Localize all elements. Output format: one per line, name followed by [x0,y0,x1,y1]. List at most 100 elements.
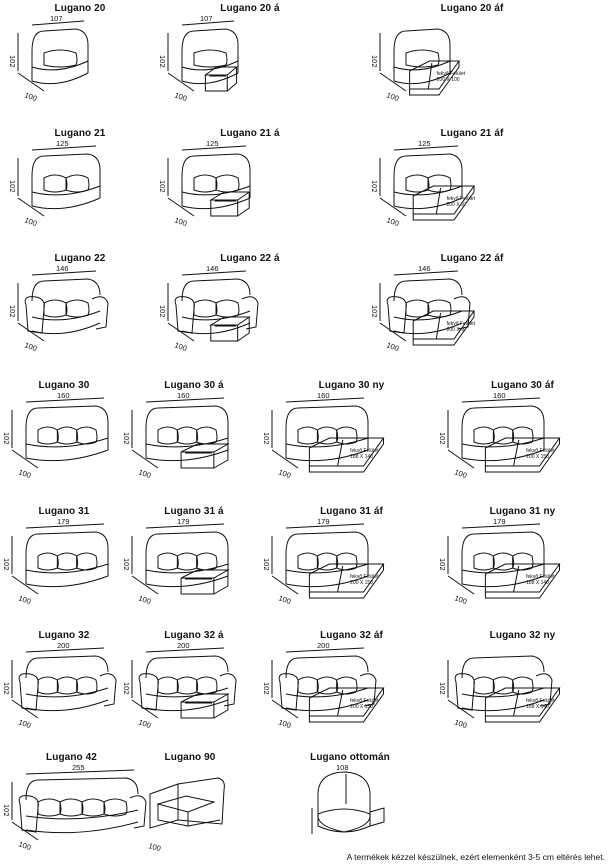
seat-cushion [316,676,339,695]
front-rail [461,437,545,448]
seat-cushion [176,552,199,571]
sofa-base [461,575,545,588]
mattress [484,563,561,593]
front-rail [145,687,229,698]
width-label: 160 [177,391,190,400]
width-label: 160 [317,391,330,400]
sofa-back [181,153,251,177]
bed-frame [308,438,384,473]
height-label: 102 [2,804,11,817]
depth-label: 100 [385,215,400,228]
sofa-base [285,449,369,462]
ottoman-seat [317,808,371,833]
mattress-seam [337,565,344,593]
width-label: 179 [57,517,70,526]
depth-dimension-line [11,449,39,469]
depth-label: 100 [173,340,188,353]
seat-cushion [37,676,59,695]
sofa-back [461,405,545,429]
sofa-base [461,699,545,712]
seat-cushion [43,174,68,193]
right-arm [129,795,147,829]
mattress-seam [513,565,520,593]
height-label: 102 [2,682,11,695]
seat-cushion [405,174,430,193]
front-rail [31,310,101,321]
product-title: Lugano 90 [164,752,216,763]
right-arm [91,296,109,330]
height-label: 102 [8,55,17,68]
seat-cushion [427,174,452,193]
sofa-back [145,531,229,555]
drawer-front [180,452,215,469]
product-title: Lugano 30 ny [318,380,385,391]
width-dimension-line [31,270,97,276]
bed-size: 200 X 153 [526,454,549,460]
depth-label: 100 [385,340,400,353]
height-label: 102 [158,55,167,68]
depth-dimension-line [11,575,39,595]
sofa-base [145,449,229,462]
drawer-side [213,694,229,719]
product-title: Lugano ottomán [310,752,390,763]
bed-label: fekvő Felület [526,574,555,580]
width-label: 160 [493,391,506,400]
mattress-seam [513,439,520,467]
seat-cushion [37,798,62,817]
product-title: Lugano 22 áf [440,253,504,264]
bed-frame [412,186,475,221]
sofa-base [181,197,251,210]
mattress-seam [435,312,442,340]
width-label: 125 [206,139,219,148]
sofa-drawing [31,153,101,210]
sofa-base [285,575,369,588]
corner-drawing [149,777,225,829]
sofa-base [25,449,109,462]
ottoman-back [317,771,371,833]
height-label: 102 [158,180,167,193]
depth-label: 100 [17,839,32,852]
footnote: A termékek kézzel készülnek, ezért eleme… [346,852,605,862]
seat-cushion [512,676,534,695]
storage-drawer [203,66,238,92]
depth-label: 100 [17,467,32,480]
bed-label: fekvő Felület [447,321,476,327]
width-dimension-line [461,523,541,529]
product-title: Lugano 21 áf [440,128,504,139]
width-label: 200 [177,641,190,650]
width-label: 160 [57,391,70,400]
bed-size: 200 X 150 [350,580,373,586]
bed-frame [409,61,460,96]
product-title: Lugano 31 áf [320,506,383,517]
corner-front [157,804,189,827]
storage-drawer [180,693,230,719]
sofa-drawing [24,278,109,335]
depth-label: 100 [147,841,161,853]
left-arm [454,673,475,711]
sofa-base [31,322,101,335]
width-label: 107 [50,14,63,23]
seat-cushion [215,299,240,318]
sofa-back [285,655,369,679]
bed-label: fekvő Felület [350,698,379,704]
height-label: 102 [438,432,447,445]
storage-drawer [208,316,251,342]
sofa-base [181,322,251,335]
sofa-drawing [393,153,463,210]
seat-cushion [316,426,339,445]
sofa-base [25,575,109,588]
